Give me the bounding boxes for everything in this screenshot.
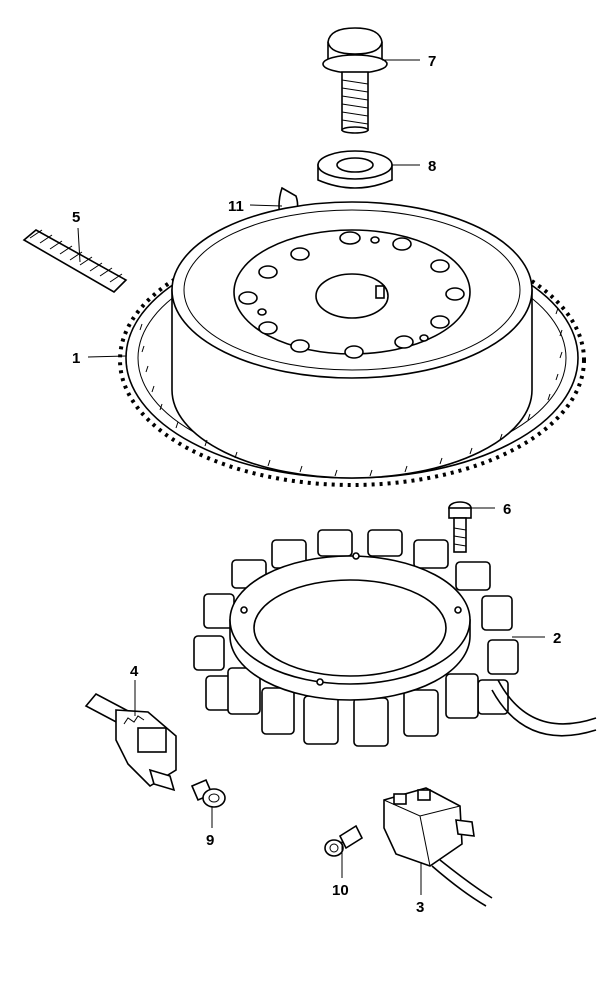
pulser-screw-drawing <box>324 824 364 857</box>
leader-lines <box>77 59 545 895</box>
part-label-3: 3 <box>416 899 424 916</box>
part-label-2: 2 <box>553 630 561 647</box>
part-label-7: 7 <box>428 53 436 70</box>
sensor-drawing <box>84 692 177 792</box>
spring-drawing <box>22 229 128 293</box>
part-label-11: 11 <box>228 198 244 215</box>
stator-bolt-drawing <box>448 501 472 553</box>
part-label-6: 6 <box>503 501 511 518</box>
washer-drawing <box>317 150 393 189</box>
flywheel-rotor-drawing <box>118 201 586 487</box>
part-labels: 7 8 11 5 1 6 2 4 9 10 3 <box>72 53 561 916</box>
flywheel-bolt-drawing <box>322 27 388 134</box>
part-label-1: 1 <box>72 350 80 367</box>
pulser-coil-drawing <box>383 787 493 907</box>
part-label-5: 5 <box>72 209 80 226</box>
part-label-10: 10 <box>332 882 349 899</box>
stator-coil-drawing <box>193 529 597 747</box>
part-label-8: 8 <box>428 158 436 175</box>
part-label-9: 9 <box>206 832 214 849</box>
sensor-screw-drawing <box>190 778 226 808</box>
part-label-4: 4 <box>130 663 139 680</box>
